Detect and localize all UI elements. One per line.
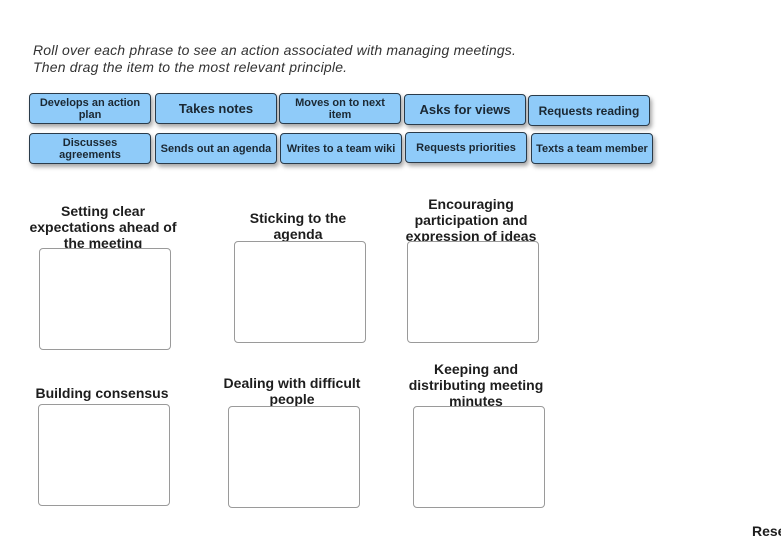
principle-label-building-consensus: Building consensus: [35, 385, 169, 401]
drag-item-moves-on-to-next-item[interactable]: Moves on to next item: [279, 93, 401, 124]
instructions-line-1: Roll over each phrase to see an action a…: [33, 42, 517, 58]
drag-item-asks-for-views[interactable]: Asks for views: [404, 94, 526, 125]
drop-zone-setting-clear-expectations[interactable]: [39, 248, 171, 350]
principle-label-keeping-meeting-minutes: Keeping and distributing meeting minutes: [408, 361, 544, 409]
drag-item-writes-to-team-wiki[interactable]: Writes to a team wiki: [280, 133, 402, 164]
drag-item-requests-priorities[interactable]: Requests priorities: [405, 132, 527, 163]
drag-item-takes-notes[interactable]: Takes notes: [155, 93, 277, 124]
drop-zone-sticking-to-agenda[interactable]: [234, 241, 366, 343]
drag-item-requests-reading[interactable]: Requests reading: [528, 95, 650, 126]
drop-zone-encouraging-participation[interactable]: [407, 241, 539, 343]
drag-item-discusses-agreements[interactable]: Discusses agreements: [29, 133, 151, 164]
principle-label-setting-clear-expectations: Setting clear expectations ahead of the …: [29, 203, 177, 251]
reset-button[interactable]: Reset: [752, 523, 781, 539]
principle-label-dealing-with-difficult-people: Dealing with difficult people: [223, 375, 361, 407]
drop-zone-keeping-meeting-minutes[interactable]: [413, 406, 545, 508]
instructions-line-2: Then drag the item to the most relevant …: [33, 59, 348, 75]
drag-item-sends-out-agenda[interactable]: Sends out an agenda: [155, 133, 277, 164]
drag-item-texts-team-member[interactable]: Texts a team member: [531, 133, 653, 164]
drag-item-develops-action-plan[interactable]: Develops an action plan: [29, 93, 151, 124]
principle-label-sticking-to-agenda: Sticking to the agenda: [249, 210, 347, 242]
drop-zone-building-consensus[interactable]: [38, 404, 170, 506]
instructions: Roll over each phrase to see an action a…: [33, 42, 633, 76]
drop-zone-dealing-with-difficult-people[interactable]: [228, 406, 360, 508]
principle-label-encouraging-participation: Encouraging participation and expression…: [405, 196, 537, 244]
